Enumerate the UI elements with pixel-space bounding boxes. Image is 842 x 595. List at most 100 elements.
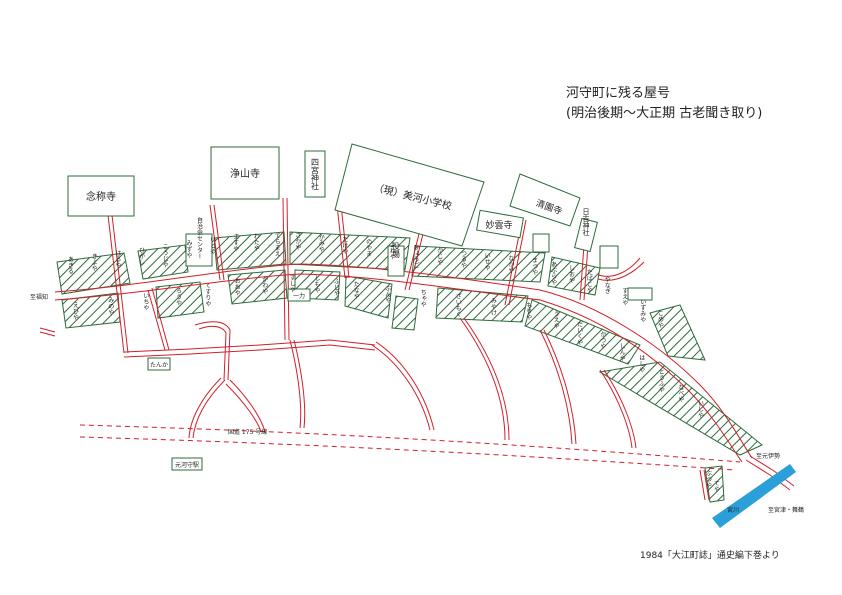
- yago-label: きよや: [90, 253, 97, 271]
- yago-label: やなぎ: [603, 276, 610, 294]
- yago-label: たばこや: [585, 269, 592, 293]
- main-street: [54, 263, 753, 463]
- to-hirabaru-label: 至元伊勢: [756, 452, 780, 460]
- yago-label: あきる: [67, 256, 74, 274]
- yago-label: たなや: [352, 281, 359, 299]
- yago-label: はるや: [114, 250, 121, 268]
- yago-label: みやけ: [490, 298, 497, 317]
- yago-label: てらまえ: [273, 233, 280, 258]
- road: [336, 204, 350, 279]
- seienji-box: [509, 173, 581, 227]
- yago-label: かみや: [317, 234, 324, 252]
- yago-label: ふじや: [333, 278, 340, 296]
- center-box: [185, 233, 213, 267]
- center-label: 自治会センター: [196, 216, 203, 259]
- railway-line: [79, 436, 736, 471]
- yago-south-labels: えびやみのやいちやろうやくすりやおおやかわやすしやしもやふじやたなやぶんやちゃや…: [72, 275, 704, 418]
- road: [107, 214, 129, 354]
- yago-misc-labels: ぶつやてや: [705, 470, 720, 492]
- yago-label: すえや: [621, 288, 628, 306]
- road: [194, 321, 231, 381]
- lot-block: [435, 287, 529, 323]
- yago-label: ろうや: [175, 288, 182, 306]
- road: [745, 455, 795, 491]
- lot-block: [137, 244, 189, 280]
- yago-label: かわや: [261, 276, 268, 294]
- road: [404, 229, 425, 291]
- yago-label: こめや: [657, 310, 664, 328]
- road: [282, 197, 290, 341]
- lot-block: [411, 245, 546, 283]
- ichiriki-label: 一力: [293, 292, 305, 300]
- road: [539, 329, 577, 445]
- railway-line: [79, 424, 741, 463]
- shinomiya-box: [304, 150, 326, 198]
- yago-label: えびや: [72, 302, 79, 320]
- yago-label: いせや: [483, 253, 490, 271]
- jozanji-label: 浄山寺: [230, 167, 260, 180]
- yago-label: まつや: [531, 257, 538, 275]
- lot-block: [524, 299, 641, 365]
- hiyoshi-label: 日吉神社: [582, 208, 590, 237]
- road: [699, 469, 710, 501]
- road: [147, 287, 170, 351]
- yago-label: いしや: [697, 400, 704, 418]
- yago-label: ざいもく: [454, 292, 461, 317]
- lot-block: [289, 231, 411, 271]
- yago-label: みずや: [185, 240, 192, 258]
- road: [39, 327, 56, 337]
- lot-block: [213, 231, 287, 271]
- myounji-box: [476, 209, 524, 239]
- yago-label: よねや: [388, 242, 395, 260]
- yago-label: なべや: [677, 384, 684, 402]
- yago-label: あぶらや: [550, 261, 557, 285]
- road: [289, 339, 306, 429]
- nenbutsuji-label: 念称寺: [86, 190, 116, 203]
- lots-south: [61, 269, 763, 503]
- yago-label: しおや: [568, 265, 575, 283]
- road: [225, 379, 266, 433]
- main-street-south-edge: [54, 273, 743, 463]
- yago-label: さかや: [294, 232, 301, 250]
- yago-label: みのや: [107, 297, 114, 315]
- yago-label: だいくや: [576, 321, 583, 345]
- road: [209, 204, 225, 281]
- lot-block: [649, 304, 706, 361]
- map-title-sub: (明治後期〜大正期 古老聞き取り): [566, 106, 763, 121]
- small-box: [532, 233, 550, 253]
- yago-label: しもや: [313, 275, 320, 293]
- yago-label: いちや: [142, 293, 149, 311]
- yago-label: のやま: [365, 239, 372, 257]
- yago-label: おおや: [233, 278, 240, 296]
- hiyoshi-box: [574, 217, 598, 253]
- lot-block: [547, 256, 601, 296]
- yago-label: くすりや: [204, 283, 211, 307]
- yago-north-labels: あきるきよやはるやひがしこうじやみずやいとやますやわたやてらまえさかやかみやたけ…: [67, 232, 664, 328]
- river-label: 宮川: [727, 506, 739, 514]
- yago-label: つるや: [460, 250, 467, 268]
- ichiriki-box: [287, 288, 311, 302]
- to-miyazu-label: 至宮津・舞鶴: [768, 506, 804, 514]
- yago-label: てや: [713, 480, 720, 492]
- side-roads: [39, 197, 795, 501]
- yago-label: はしや: [638, 355, 645, 373]
- yakuba-box: [387, 245, 405, 277]
- yago-label: もりや: [525, 302, 532, 320]
- myounji-label: 妙雲寺: [485, 219, 512, 231]
- tanka-box: [147, 357, 171, 371]
- yago-label: しんや: [618, 343, 625, 361]
- yago-label: いずみや: [639, 299, 646, 323]
- lot-block: [56, 252, 131, 295]
- yago-label: かじや: [436, 247, 443, 265]
- road: [123, 339, 376, 358]
- small-box: [599, 245, 619, 269]
- shinomiya-label: 四宮神社: [311, 158, 320, 191]
- river: [712, 464, 796, 528]
- lot-block: [704, 465, 725, 503]
- road: [599, 369, 637, 449]
- road: [597, 257, 645, 281]
- lots-north: [56, 231, 706, 361]
- national-road-label: 国道 175 号線: [228, 428, 267, 436]
- yago-label: ぶつや: [705, 470, 712, 488]
